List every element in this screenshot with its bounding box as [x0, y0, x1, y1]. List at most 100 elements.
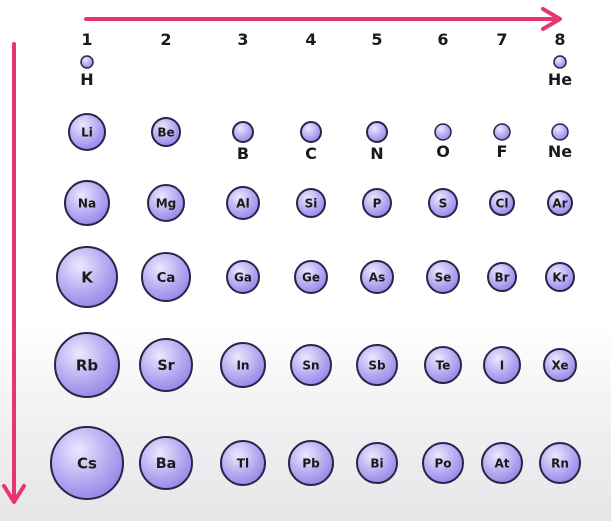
atom-circle: [139, 338, 193, 392]
atom-circle: [232, 121, 254, 143]
atom-f[interactable]: F: [493, 123, 511, 161]
atom-xe[interactable]: Xe: [543, 348, 577, 382]
atom-rn[interactable]: Rn: [539, 442, 581, 484]
atom-be[interactable]: Be: [151, 117, 181, 147]
atom-s[interactable]: S: [428, 188, 458, 218]
element-symbol-tl: Tl: [237, 456, 249, 470]
element-symbol-b: B: [237, 144, 249, 163]
element-symbol-cl: Cl: [496, 196, 509, 210]
atom-na[interactable]: Na: [64, 180, 110, 226]
atom-sb[interactable]: Sb: [356, 344, 398, 386]
group-number-6: 6: [437, 30, 448, 49]
group-number-1: 1: [81, 30, 92, 49]
atom-circle: [226, 260, 260, 294]
group-number-4: 4: [305, 30, 316, 49]
element-symbol-pb: Pb: [302, 456, 320, 470]
atom-sn[interactable]: Sn: [290, 344, 332, 386]
group-number-8: 8: [554, 30, 565, 49]
atom-br[interactable]: Br: [487, 262, 517, 292]
atom-circle: [80, 55, 94, 69]
group-number-5: 5: [371, 30, 382, 49]
atom-circle: [300, 121, 322, 143]
atom-circle: [296, 188, 326, 218]
atom-circle: [551, 123, 569, 141]
atom-ba[interactable]: Ba: [139, 436, 193, 490]
atom-circle: [434, 123, 452, 141]
element-symbol-sb: Sb: [368, 358, 386, 372]
atom-p[interactable]: P: [362, 188, 392, 218]
atom-ar[interactable]: Ar: [547, 190, 573, 216]
element-symbol-as: As: [369, 270, 385, 284]
atom-circle: [50, 426, 124, 500]
atom-circle: [547, 190, 573, 216]
atom-cl[interactable]: Cl: [489, 190, 515, 216]
element-symbol-se: Se: [435, 270, 452, 284]
element-symbol-si: Si: [305, 196, 318, 210]
atom-c[interactable]: C: [300, 121, 322, 163]
group-number-7: 7: [496, 30, 507, 49]
atom-circle: [141, 252, 191, 302]
element-symbol-br: Br: [494, 270, 509, 284]
horizontal-arrow-head: [541, 7, 562, 31]
atom-circle: [489, 190, 515, 216]
group-number-3: 3: [237, 30, 248, 49]
atom-circle: [362, 188, 392, 218]
atom-i[interactable]: I: [483, 346, 521, 384]
element-symbol-ga: Ga: [234, 270, 252, 284]
atom-ne[interactable]: Ne: [548, 123, 572, 161]
atom-bi[interactable]: Bi: [356, 442, 398, 484]
atom-circle: [64, 180, 110, 226]
element-symbol-ge: Ge: [302, 270, 320, 284]
element-symbol-rn: Rn: [551, 456, 569, 470]
atom-se[interactable]: Se: [426, 260, 460, 294]
atom-rb[interactable]: Rb: [54, 332, 120, 398]
atom-tl[interactable]: Tl: [220, 440, 266, 486]
element-symbol-in: In: [236, 358, 249, 372]
atom-circle: [422, 442, 464, 484]
atom-po[interactable]: Po: [422, 442, 464, 484]
atom-b[interactable]: B: [232, 121, 254, 163]
atom-circle: [294, 260, 328, 294]
atom-mg[interactable]: Mg: [147, 184, 185, 222]
atom-circle: [226, 186, 260, 220]
atom-o[interactable]: O: [434, 123, 452, 161]
atom-te[interactable]: Te: [424, 346, 462, 384]
atom-at[interactable]: At: [481, 442, 523, 484]
element-symbol-mg: Mg: [156, 196, 177, 210]
atom-al[interactable]: Al: [226, 186, 260, 220]
element-symbol-at: At: [494, 456, 509, 470]
element-symbol-o: O: [436, 142, 450, 161]
element-symbol-kr: Kr: [552, 270, 567, 284]
atom-n[interactable]: N: [366, 121, 388, 163]
element-symbol-be: Be: [157, 125, 174, 139]
atom-k[interactable]: K: [56, 246, 118, 308]
atom-circle: [545, 262, 575, 292]
element-symbol-al: Al: [236, 196, 249, 210]
element-symbol-ar: Ar: [552, 196, 567, 210]
element-symbol-cs: Cs: [77, 454, 97, 472]
element-symbol-rb: Rb: [76, 356, 99, 374]
element-symbol-ca: Ca: [157, 271, 176, 286]
atom-sr[interactable]: Sr: [139, 338, 193, 392]
atom-circle: [426, 260, 460, 294]
atom-circle: [220, 342, 266, 388]
atom-as[interactable]: As: [360, 260, 394, 294]
atom-cs[interactable]: Cs: [50, 426, 124, 500]
atom-si[interactable]: Si: [296, 188, 326, 218]
element-symbol-c: C: [305, 144, 317, 163]
atom-he[interactable]: He: [548, 55, 572, 89]
atom-kr[interactable]: Kr: [545, 262, 575, 292]
atom-pb[interactable]: Pb: [288, 440, 334, 486]
element-symbol-sn: Sn: [302, 358, 319, 372]
atom-circle: [151, 117, 181, 147]
atom-ca[interactable]: Ca: [141, 252, 191, 302]
atom-ga[interactable]: Ga: [226, 260, 260, 294]
atom-circle: [424, 346, 462, 384]
trend-arrows: [2, 7, 562, 504]
atom-in[interactable]: In: [220, 342, 266, 388]
element-symbol-te: Te: [436, 358, 451, 372]
atom-ge[interactable]: Ge: [294, 260, 328, 294]
atom-h[interactable]: H: [80, 55, 94, 89]
element-symbol-xe: Xe: [551, 358, 568, 372]
atom-li[interactable]: Li: [68, 113, 106, 151]
